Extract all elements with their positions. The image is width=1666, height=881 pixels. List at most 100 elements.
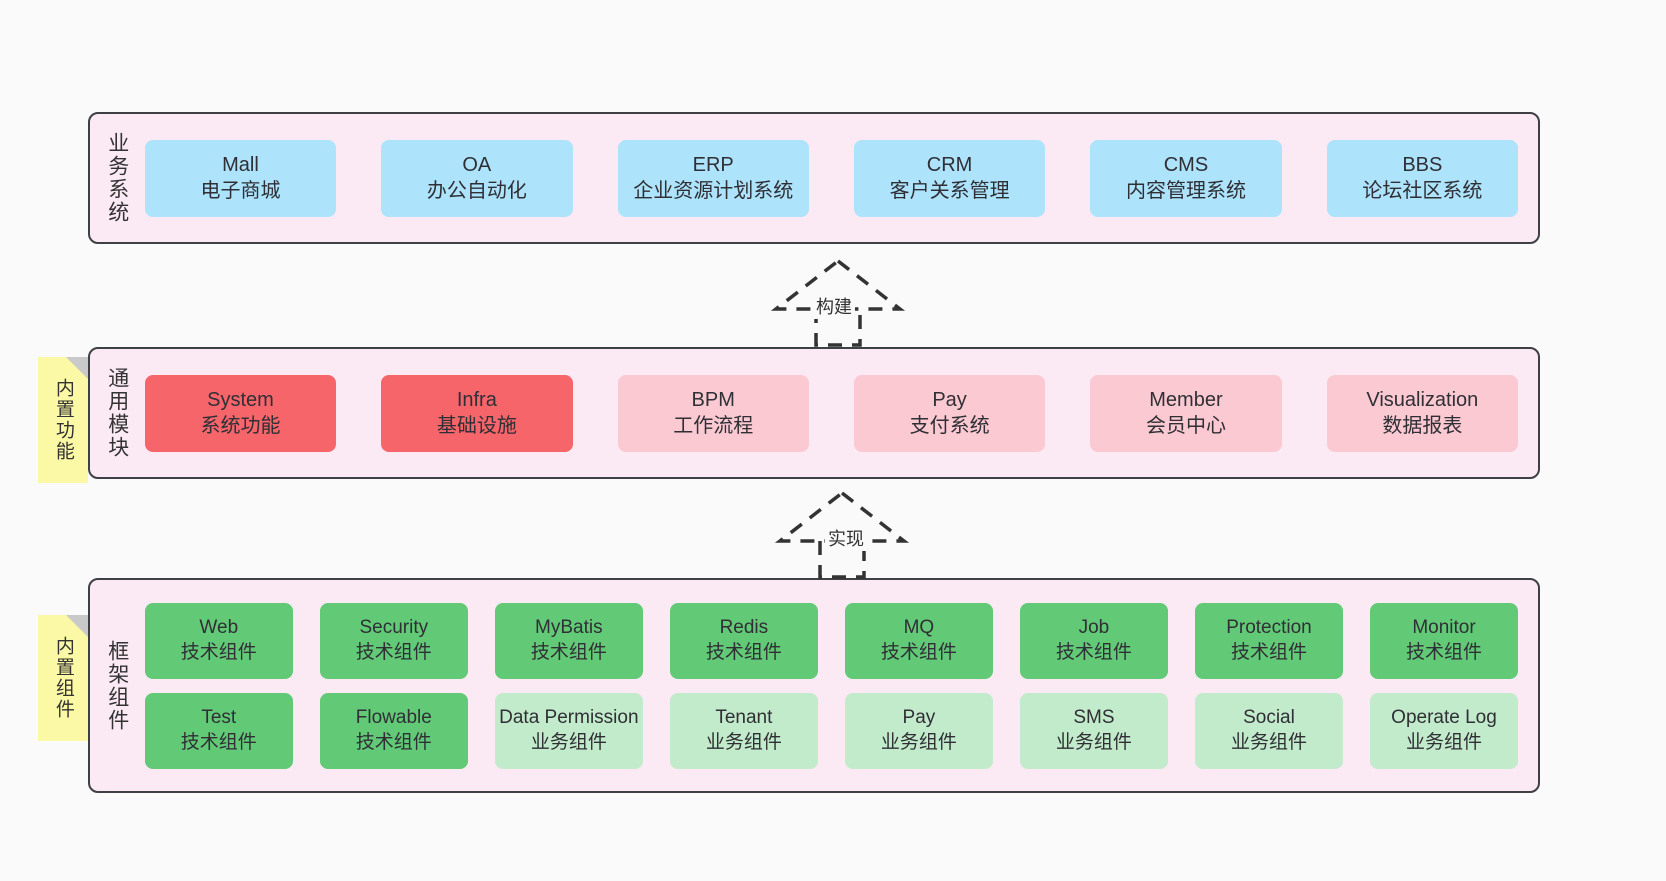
card-title: Member <box>1149 389 1223 411</box>
card-mybatis[interactable]: MyBatis 技术组件 <box>494 602 643 679</box>
layer-business-cards: Mall 电子商城 OA 办公自动化 ERP 企业资源计划系统 CRM 客户关系… <box>139 114 1538 242</box>
card-title: Redis <box>719 616 769 638</box>
card-job[interactable]: Job 技术组件 <box>1019 602 1168 679</box>
card-title: MyBatis <box>535 616 603 638</box>
card-title: Pay <box>902 706 936 728</box>
common-row: System 系统功能 Infra 基础设施 BPM 工作流程 Pay 支付系统… <box>139 374 1538 452</box>
card-subtitle: 技术组件 <box>1055 641 1132 663</box>
card-title: MQ <box>903 616 935 638</box>
card-title: Flowable <box>355 706 432 728</box>
card-subtitle: 技术组件 <box>180 641 257 663</box>
card-infra[interactable]: Infra 基础设施 <box>381 374 573 452</box>
framework-row-business: Test 技术组件 Flowable 技术组件 Data Permission … <box>139 692 1538 769</box>
card-title: Monitor <box>1412 616 1476 638</box>
card-erp[interactable]: ERP 企业资源计划系统 <box>617 139 809 217</box>
dashed-up-arrow-icon <box>774 490 910 579</box>
card-protection[interactable]: Protection 技术组件 <box>1194 602 1343 679</box>
card-security[interactable]: Security 技术组件 <box>319 602 468 679</box>
card-web[interactable]: Web 技术组件 <box>144 602 293 679</box>
card-title: Test <box>201 706 237 728</box>
card-redis[interactable]: Redis 技术组件 <box>669 602 818 679</box>
card-flowable[interactable]: Flowable 技术组件 <box>319 692 468 769</box>
connector-implement-label: 实现 <box>825 525 867 551</box>
card-title: OA <box>462 154 492 176</box>
layer-framework-components: 框架组件 Web 技术组件 Security 技术组件 MyBatis 技术组件… <box>88 578 1540 793</box>
card-subtitle: 技术组件 <box>1405 641 1482 663</box>
card-subtitle: 技术组件 <box>355 731 432 753</box>
note-builtin-components: 内置组件 <box>38 615 88 741</box>
card-subtitle: 办公自动化 <box>426 180 527 202</box>
dashed-up-arrow-icon <box>770 258 906 347</box>
card-subtitle: 企业资源计划系统 <box>633 180 794 202</box>
card-system[interactable]: System 系统功能 <box>144 374 337 452</box>
card-title: Social <box>1243 706 1295 728</box>
layer-title-business: 业务系统 <box>105 132 129 224</box>
card-title: Tenant <box>715 706 773 728</box>
card-data-permission[interactable]: Data Permission 业务组件 <box>494 692 643 769</box>
card-subtitle: 技术组件 <box>1230 641 1307 663</box>
card-title: Job <box>1078 616 1110 638</box>
card-title: Visualization <box>1366 389 1479 411</box>
card-pay-business[interactable]: Pay 业务组件 <box>844 692 993 769</box>
card-subtitle: 论坛社区系统 <box>1362 180 1483 202</box>
connector-build-label: 构建 <box>813 293 855 319</box>
card-subtitle: 内容管理系统 <box>1125 180 1246 202</box>
card-title: Security <box>359 616 429 638</box>
layer-title-common: 通用模块 <box>105 367 129 459</box>
layer-common-cards: System 系统功能 Infra 基础设施 BPM 工作流程 Pay 支付系统… <box>139 349 1538 477</box>
card-visualization[interactable]: Visualization 数据报表 <box>1326 374 1519 452</box>
card-subtitle: 会员中心 <box>1145 415 1226 437</box>
card-mall[interactable]: Mall 电子商城 <box>144 139 337 217</box>
card-test[interactable]: Test 技术组件 <box>144 692 293 769</box>
note-builtin-features: 内置功能 <box>38 357 88 483</box>
card-title: Web <box>199 616 239 638</box>
card-social[interactable]: Social 业务组件 <box>1194 692 1343 769</box>
card-bpm[interactable]: BPM 工作流程 <box>617 374 809 452</box>
note-text: 内置功能 <box>52 378 74 462</box>
note-fold-corner-icon <box>66 357 88 379</box>
card-subtitle: 业务组件 <box>1230 731 1307 753</box>
card-oa[interactable]: OA 办公自动化 <box>381 139 573 217</box>
card-subtitle: 技术组件 <box>355 641 432 663</box>
card-title: Data Permission <box>499 706 639 728</box>
business-row: Mall 电子商城 OA 办公自动化 ERP 企业资源计划系统 CRM 客户关系… <box>139 139 1538 217</box>
card-crm[interactable]: CRM 客户关系管理 <box>853 139 1046 217</box>
card-title: ERP <box>692 154 734 176</box>
card-subtitle: 技术组件 <box>880 641 957 663</box>
card-subtitle: 业务组件 <box>880 731 957 753</box>
card-subtitle: 客户关系管理 <box>889 180 1010 202</box>
card-title: Pay <box>932 389 967 411</box>
layer-common-modules: 通用模块 System 系统功能 Infra 基础设施 BPM 工作流程 Pay… <box>88 347 1540 479</box>
card-tenant[interactable]: Tenant 业务组件 <box>669 692 818 769</box>
card-operate-log[interactable]: Operate Log 业务组件 <box>1369 692 1519 769</box>
card-title: Protection <box>1226 616 1312 638</box>
layer-title-framework: 框架组件 <box>105 639 129 732</box>
card-mq[interactable]: MQ 技术组件 <box>844 602 993 679</box>
card-subtitle: 业务组件 <box>1055 731 1132 753</box>
card-title: BBS <box>1402 154 1443 176</box>
card-subtitle: 技术组件 <box>705 641 782 663</box>
card-title: Operate Log <box>1391 706 1497 728</box>
card-subtitle: 业务组件 <box>1405 731 1482 753</box>
card-monitor[interactable]: Monitor 技术组件 <box>1369 602 1519 679</box>
card-member[interactable]: Member 会员中心 <box>1090 374 1282 452</box>
card-subtitle: 技术组件 <box>530 641 607 663</box>
card-subtitle: 电子商城 <box>200 180 281 202</box>
card-subtitle: 支付系统 <box>909 415 990 437</box>
note-fold-corner-icon <box>66 615 88 637</box>
card-pay[interactable]: Pay 支付系统 <box>853 374 1046 452</box>
card-subtitle: 工作流程 <box>673 415 754 437</box>
card-subtitle: 技术组件 <box>180 731 257 753</box>
card-cms[interactable]: CMS 内容管理系统 <box>1090 139 1282 217</box>
connector-implement: 实现 <box>772 489 932 579</box>
layer-framework-cards: Web 技术组件 Security 技术组件 MyBatis 技术组件 Redi… <box>139 580 1538 791</box>
card-subtitle: 业务组件 <box>705 731 782 753</box>
card-title: CRM <box>926 154 973 176</box>
layer-business-system: 业务系统 Mall 电子商城 OA 办公自动化 ERP 企业资源计划系统 CRM… <box>88 112 1540 244</box>
card-title: SMS <box>1073 706 1115 728</box>
card-title: System <box>207 389 274 411</box>
card-sms[interactable]: SMS 业务组件 <box>1019 692 1168 769</box>
card-subtitle: 基础设施 <box>436 415 517 437</box>
card-bbs[interactable]: BBS 论坛社区系统 <box>1326 139 1519 217</box>
card-title: BPM <box>691 389 735 411</box>
